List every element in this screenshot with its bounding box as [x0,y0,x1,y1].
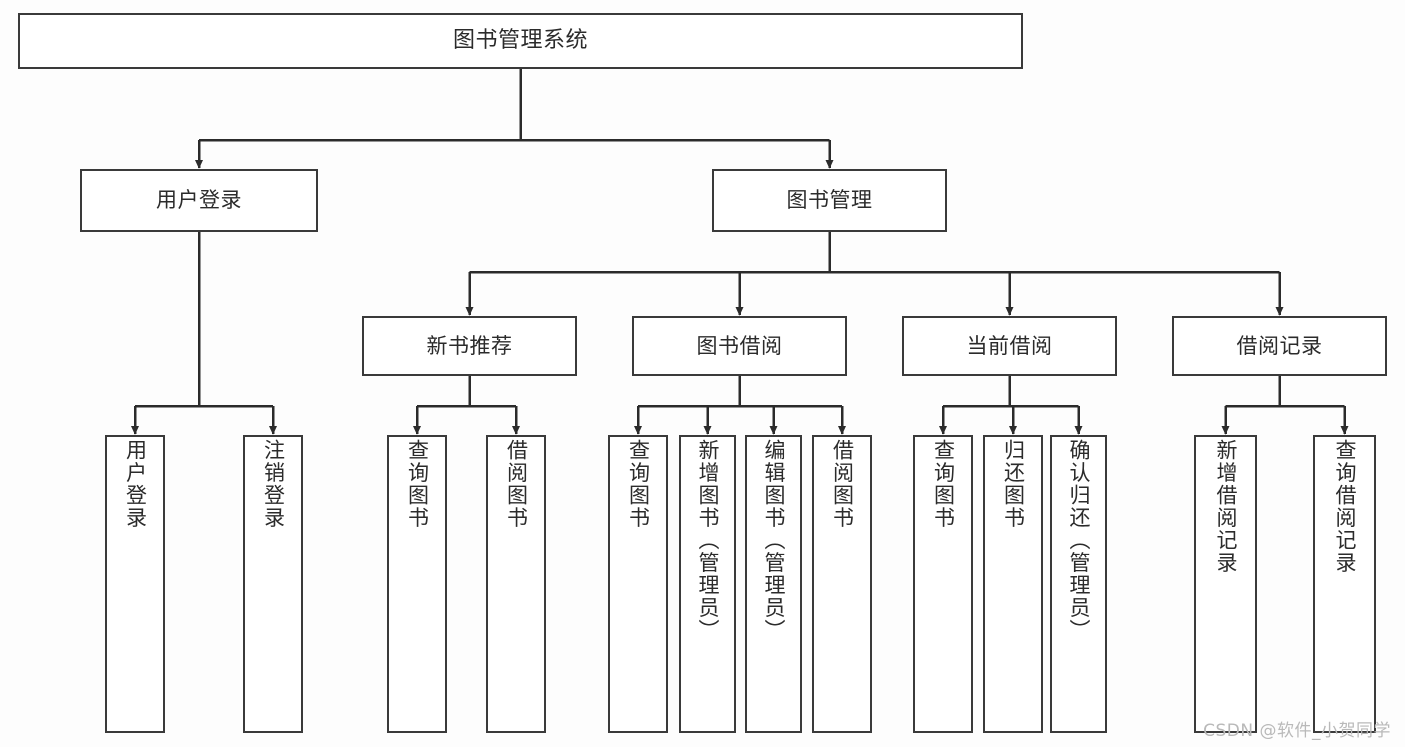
node-label: 查询图书 [405,439,430,529]
node-label: 新书推荐 [426,333,513,358]
node-l-addbook[interactable]: 新增图书（管理员） [679,435,736,733]
node-label: 用户登录 [156,188,242,213]
node-label: 新增借阅记录 [1214,439,1238,574]
node-l-addrec[interactable]: 新增借阅记录 [1194,435,1257,733]
node-label: 查询借阅记录 [1333,439,1357,574]
node-l-borrow2[interactable]: 借阅图书 [812,435,872,733]
node-l-queryrec[interactable]: 查询借阅记录 [1313,435,1376,733]
node-borrow[interactable]: 图书借阅 [632,316,847,376]
node-label: 借阅图书 [830,439,855,529]
node-label: 用户登录 [123,439,148,529]
node-label: 查询图书 [626,439,651,529]
node-l-confirm[interactable]: 确认归还（管理员） [1050,435,1107,733]
node-current[interactable]: 当前借阅 [902,316,1117,376]
connector-lines [130,69,1349,435]
node-l-editbook[interactable]: 编辑图书（管理员） [745,435,802,733]
node-label: 借阅记录 [1236,333,1323,358]
node-label: 编辑图书（管理员） [762,439,786,642]
node-l-query3[interactable]: 查询图书 [913,435,973,733]
node-label: 当前借阅 [966,333,1053,358]
node-label: 确认归还（管理员） [1067,439,1091,642]
node-bookmgmt[interactable]: 图书管理 [712,169,947,232]
node-label: 查询图书 [931,439,956,529]
node-l-userlogin[interactable]: 用户登录 [105,435,165,733]
node-label: 新增图书（管理员） [696,439,720,642]
node-label: 借阅图书 [504,439,529,529]
node-records[interactable]: 借阅记录 [1172,316,1387,376]
node-label: 归还图书 [1001,439,1026,529]
node-l-return[interactable]: 归还图书 [983,435,1043,733]
node-root[interactable]: 图书管理系统 [18,13,1023,69]
node-l-borrow1[interactable]: 借阅图书 [486,435,546,733]
node-l-query2[interactable]: 查询图书 [608,435,668,733]
node-label: 注销登录 [261,439,286,529]
node-newbook[interactable]: 新书推荐 [362,316,577,376]
node-label: 图书管理 [786,188,873,213]
node-login[interactable]: 用户登录 [80,169,318,232]
node-l-query1[interactable]: 查询图书 [387,435,447,733]
node-label: 图书管理系统 [452,28,588,54]
node-label: 图书借阅 [696,333,783,358]
node-l-logout[interactable]: 注销登录 [243,435,303,733]
